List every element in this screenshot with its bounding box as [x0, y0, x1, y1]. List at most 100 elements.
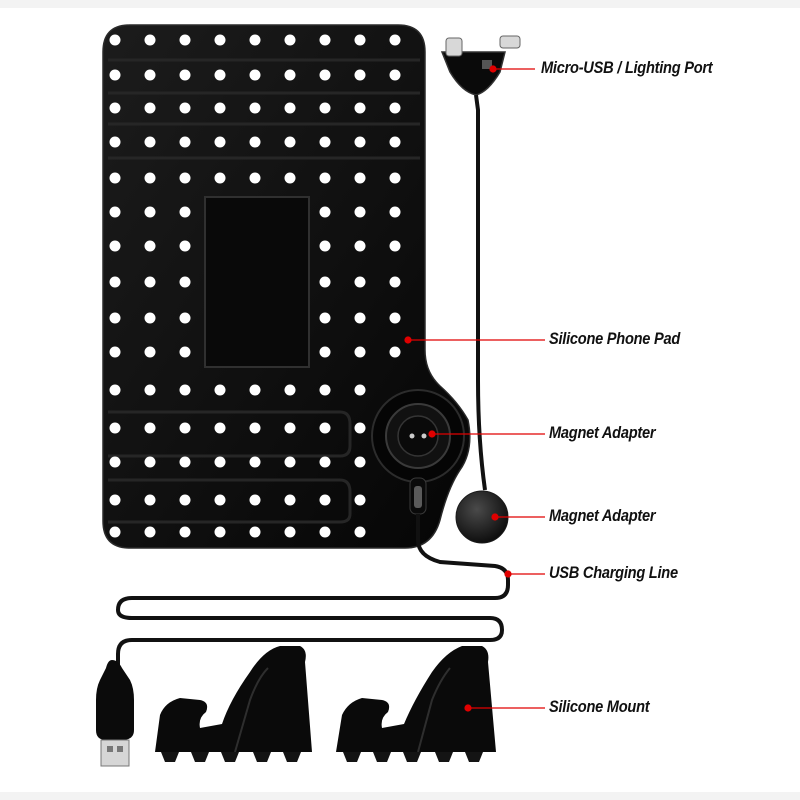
pad-hole — [389, 69, 401, 81]
pad-hole — [109, 312, 121, 324]
pad-hole — [144, 456, 156, 468]
pad-hole — [179, 346, 191, 358]
pad-hole — [109, 34, 121, 46]
micro-usb-lighting-connector — [440, 35, 521, 96]
pad-hole — [179, 526, 191, 538]
pad-hole — [319, 526, 331, 538]
pad-hole — [389, 240, 401, 252]
pad-hole — [144, 34, 156, 46]
pad-hole — [284, 69, 296, 81]
pad-hole — [354, 346, 366, 358]
suction-cup — [465, 752, 483, 762]
pad-hole — [144, 102, 156, 114]
suction-cups — [161, 752, 483, 762]
pad-hole — [144, 206, 156, 218]
pad-hole — [179, 102, 191, 114]
pad-hole — [354, 102, 366, 114]
pad-hole — [354, 206, 366, 218]
pad-hole — [389, 172, 401, 184]
pad-hole — [179, 172, 191, 184]
pad-hole — [319, 206, 331, 218]
pad-hole — [319, 172, 331, 184]
pad-hole — [214, 172, 226, 184]
pad-hole — [354, 456, 366, 468]
pad-hole — [109, 276, 121, 288]
pad-hole — [214, 34, 226, 46]
pad-hole — [284, 422, 296, 434]
pad-hole — [249, 494, 261, 506]
pad-hole — [214, 494, 226, 506]
suction-cup — [435, 752, 453, 762]
pad-hole — [214, 384, 226, 396]
callout-magnet-adapter-pad: Magnet Adapter — [549, 423, 656, 442]
pad-holes — [109, 34, 401, 538]
callout-silicone-mount: Silicone Mount — [549, 697, 650, 716]
pad-hole — [319, 312, 331, 324]
pad-hole — [109, 526, 121, 538]
pad-hole — [179, 240, 191, 252]
pad-hole — [354, 69, 366, 81]
pad-hole — [249, 136, 261, 148]
pad-hole — [354, 422, 366, 434]
pad-hole — [179, 276, 191, 288]
suction-cup — [191, 752, 209, 762]
pad-hole — [249, 384, 261, 396]
pad-hole — [109, 422, 121, 434]
pad-hole — [284, 34, 296, 46]
pad-hole — [109, 69, 121, 81]
pad-hole — [389, 102, 401, 114]
pad-hole — [354, 172, 366, 184]
upper-cable — [474, 94, 487, 491]
pad-hole — [354, 136, 366, 148]
pad-hole — [109, 102, 121, 114]
suction-cup — [343, 752, 361, 762]
pad-hole — [319, 102, 331, 114]
pad-hole — [389, 346, 401, 358]
pad-hole — [319, 240, 331, 252]
suction-cup — [221, 752, 239, 762]
pad-hole — [179, 34, 191, 46]
pad-hole — [144, 312, 156, 324]
pad-hole — [389, 34, 401, 46]
silicone-mount-right — [336, 646, 496, 753]
pad-hole — [214, 526, 226, 538]
pad-hole — [179, 494, 191, 506]
pad-hole — [109, 346, 121, 358]
pad-center-panel — [204, 196, 310, 368]
pad-hole — [144, 136, 156, 148]
pad-hole — [284, 384, 296, 396]
pad-hole — [144, 384, 156, 396]
pad-hole — [144, 276, 156, 288]
pad-hole — [284, 136, 296, 148]
pad-hole — [319, 384, 331, 396]
suction-cup — [403, 752, 421, 762]
pad-hole — [144, 494, 156, 506]
leader-lines — [404, 65, 545, 712]
pad-hole — [249, 422, 261, 434]
pad-hole — [179, 384, 191, 396]
pad-hole — [179, 422, 191, 434]
pad-hole — [109, 384, 121, 396]
pad-hole — [354, 526, 366, 538]
pad-hole — [249, 69, 261, 81]
pad-hole — [249, 172, 261, 184]
pad-hole — [319, 422, 331, 434]
pad-hole — [144, 240, 156, 252]
pad-hole — [284, 526, 296, 538]
pad-hole — [214, 422, 226, 434]
pad-hole — [109, 136, 121, 148]
pad-hole — [354, 240, 366, 252]
pad-hole — [319, 456, 331, 468]
pad-hole — [389, 276, 401, 288]
pad-ridges — [108, 58, 420, 524]
pad-hole — [144, 422, 156, 434]
pad-hole — [249, 34, 261, 46]
pad-hole — [389, 312, 401, 324]
top-border-band — [0, 0, 800, 8]
pad-hole — [354, 276, 366, 288]
suction-cup — [283, 752, 301, 762]
pad-hole — [179, 312, 191, 324]
pad-hole — [214, 69, 226, 81]
pad-hole — [319, 276, 331, 288]
